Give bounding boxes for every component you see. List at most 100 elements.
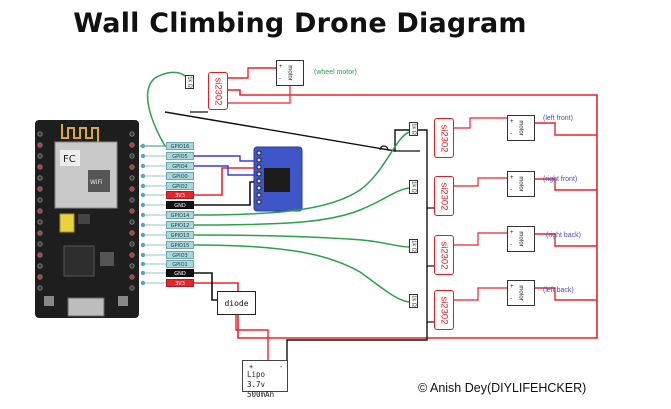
drain-wire [454, 177, 507, 187]
header-pin [37, 285, 43, 291]
header-pin [37, 241, 43, 247]
diagram-title: Wall Climbing Drone Diagram [73, 8, 527, 39]
lipo-battery: + - Lipo 3.7v 500mAh [242, 360, 288, 399]
signal-wire-left-front [193, 131, 410, 216]
motor-label: motor [518, 231, 524, 247]
mosfet-label: si2302 [212, 77, 224, 105]
motor-plus: + [510, 284, 514, 290]
motor-minus: - [510, 187, 512, 193]
motor-position-label: (right front) [543, 176, 578, 183]
battery-type: Lipo 3.7v [247, 370, 266, 389]
mosfet-label: si2302 [438, 124, 450, 152]
battery-minus: - [279, 363, 284, 371]
pin-label: GPIO12 [166, 221, 194, 229]
header-pin [37, 164, 43, 170]
battery-capacity: 500mAh [247, 390, 275, 399]
header-pin [129, 131, 135, 137]
motor-minus: - [279, 76, 281, 82]
header-pin [129, 164, 135, 170]
header-pin [129, 285, 135, 291]
sensor-pin [256, 150, 262, 156]
motor-position-label: (wheel motor) [314, 69, 357, 76]
power-wire-left-back [535, 287, 597, 301]
header-pin [129, 142, 135, 148]
sensor-pin [256, 164, 262, 170]
credit-text: © Anish Dey(DIYLIFEHCKER) [418, 381, 587, 395]
wire-hop [379, 145, 389, 151]
header-pin [129, 241, 135, 247]
sensor-pin [256, 178, 262, 184]
motor-minus: - [510, 131, 512, 137]
motor-position-label: (right back) [546, 232, 582, 239]
ground-wire-sensor [194, 181, 254, 206]
drain-wire [454, 287, 507, 301]
header-pin [37, 186, 43, 192]
pin-label: GPIO1 [166, 260, 194, 268]
header-pin [37, 197, 43, 203]
pin-label: GPIO0 [166, 172, 194, 180]
header-pin [129, 252, 135, 258]
pin-label: 3V3 [166, 191, 194, 199]
motor-position-label: (left back) [543, 287, 574, 294]
header-pin [129, 219, 135, 225]
pin-label: GPIO4 [166, 162, 194, 170]
motor-plus: + [510, 230, 514, 236]
nodemcu-board: FC WiFi [35, 120, 139, 318]
drain-wire [454, 117, 507, 129]
header-pin [37, 208, 43, 214]
motor-minus: - [510, 296, 512, 302]
motor-minus: - [510, 242, 512, 248]
resistor-label: 1k Ω [410, 240, 417, 252]
header-pin [37, 274, 43, 280]
header-pin [129, 230, 135, 236]
resistor-1k: 1k Ω [409, 122, 418, 136]
motor: + -motor [507, 226, 535, 252]
motor-label: motor [287, 65, 293, 81]
sensor-pin [256, 185, 262, 191]
motor-label: motor [518, 120, 524, 136]
signal-wire-left-back [193, 244, 410, 303]
header-pin [129, 274, 135, 280]
battery-plus: + [249, 363, 254, 371]
resistor-1k: 1k Ω [409, 294, 418, 308]
power-wire-sensor [194, 167, 254, 196]
motor-position-label: (left front) [543, 115, 573, 122]
drain-wire [454, 232, 507, 246]
header-pin [129, 208, 135, 214]
resistor-label: 1k Ω [410, 295, 417, 307]
motor-label: motor [518, 285, 524, 301]
pin-label: GPIO15 [166, 241, 194, 249]
ground-wire-diode [194, 272, 217, 301]
mosfet-si2302: si2302 [434, 235, 454, 275]
resistor-label: 1k Ω [410, 181, 417, 193]
header-pin [37, 131, 43, 137]
motor-plus: + [279, 64, 283, 70]
header-pin [129, 197, 135, 203]
resistor-1k: 1k Ω [409, 239, 418, 253]
pin-label: GPIO5 [166, 152, 194, 160]
mosfet-label: si2302 [438, 241, 450, 269]
diode: diode [217, 291, 256, 315]
motor: +-motor [507, 171, 535, 197]
resistor-1k: 1k Ω [185, 75, 194, 89]
sensor-pin [256, 171, 262, 177]
pin-label: 3V3 [166, 279, 194, 287]
signal-wire-wheel [146, 71, 194, 147]
power-wire-left-front [535, 122, 597, 136]
header-pin [129, 175, 135, 181]
header-pin [37, 263, 43, 269]
i2c-scl [194, 165, 254, 176]
mosfet-si2302: si2302 [434, 118, 454, 158]
diode-wire [235, 315, 269, 338]
header-pin [37, 230, 43, 236]
signal-wire-right-back [193, 234, 410, 248]
header-pin [37, 175, 43, 181]
header-pin [129, 263, 135, 269]
resistor-1k: 1k Ω [409, 180, 418, 194]
pin-label: GPIO13 [166, 231, 194, 239]
mosfet-si2302: si2302 [434, 290, 454, 330]
power-wire-right-front [535, 178, 597, 191]
pin-label: GPIO2 [166, 182, 194, 190]
header-pin [37, 252, 43, 258]
